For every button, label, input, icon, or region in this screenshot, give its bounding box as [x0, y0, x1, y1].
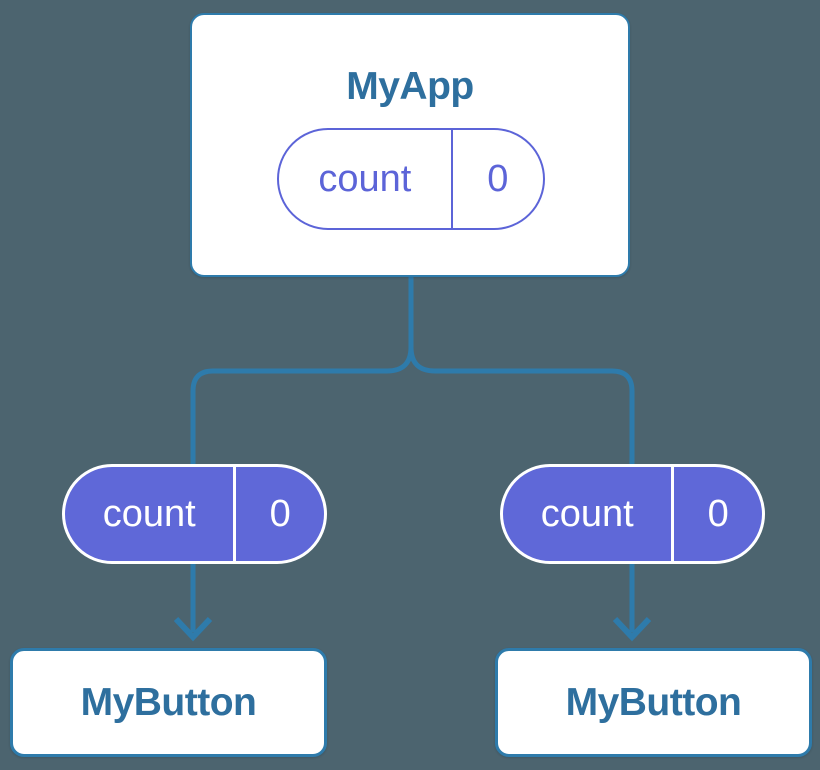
left-branch-line — [190, 346, 414, 466]
state-value-label: 0 — [487, 157, 509, 200]
myapp-state-pill: count 0 — [277, 128, 545, 230]
right-arrow-head-icon — [612, 616, 652, 642]
pill-divider — [233, 467, 237, 561]
pill-divider — [450, 130, 453, 228]
left-arrow-head-icon — [173, 616, 213, 642]
left-prop-pill: count 0 — [62, 464, 327, 564]
myapp-node: MyApp count 0 — [190, 13, 630, 277]
mybutton-node-right: MyButton — [495, 648, 812, 757]
mybutton-node-title: MyButton — [80, 680, 257, 724]
mybutton-node-left: MyButton — [10, 648, 327, 757]
myapp-node-title: MyApp — [346, 65, 474, 108]
right-branch-line — [408, 346, 635, 466]
prop-value-label: 0 — [707, 492, 729, 535]
mybutton-node-title: MyButton — [565, 680, 742, 724]
prop-value-label: 0 — [269, 492, 291, 535]
pill-divider — [671, 467, 675, 561]
prop-name-label: count — [540, 492, 634, 535]
state-name-label: count — [318, 157, 412, 200]
prop-name-label: count — [102, 492, 196, 535]
right-prop-pill: count 0 — [500, 464, 765, 564]
